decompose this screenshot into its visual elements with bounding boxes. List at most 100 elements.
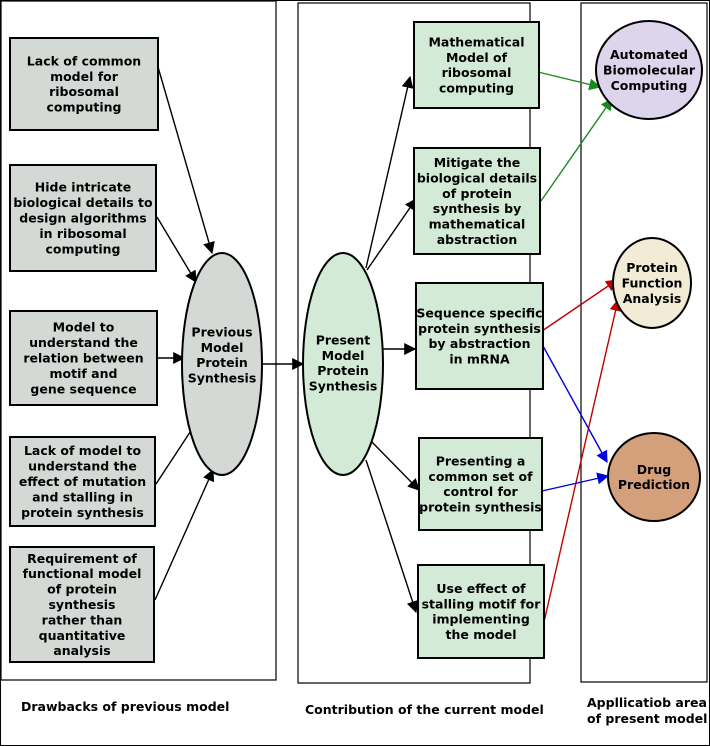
arrow-8 <box>366 198 417 271</box>
arrow-11 <box>365 459 419 614</box>
contribution-box-2-line-6: abstraction <box>437 232 518 247</box>
automated-biomolecular-computing-line-1: Automated <box>610 47 688 62</box>
drawback-box-5-line-1: Requirement of <box>27 551 137 566</box>
contribution-box-4-line-4: protein synthesis <box>419 500 542 515</box>
contribution-box-4-line-1: Presenting a <box>436 453 526 468</box>
automated-biomolecular-computing-line-3: Computing <box>611 78 688 93</box>
drawback-box-3-line-2: understand the <box>29 335 138 350</box>
contribution-box-2-line-2: biological details <box>417 170 537 185</box>
automated-biomolecular-computing-line-2: Biomolecular <box>603 63 696 78</box>
previous-model-ellipse <box>181 252 263 476</box>
drawback-box-5-line-6: quantitative <box>39 628 126 643</box>
arrow-7 <box>365 75 414 269</box>
previous-model-text-line-1: Previous <box>191 324 252 339</box>
arrow-14 <box>541 279 618 332</box>
present-model-text-line-3: Protein <box>317 363 369 378</box>
drawback-box-5-line-4: synthesis <box>48 597 115 612</box>
contribution-box-3-line-2: protein synthesis <box>418 321 541 336</box>
drawback-box-1-line-2: model for <box>50 69 119 84</box>
protein-function-analysis-line-1: Protein <box>626 260 678 275</box>
contribution-box-3-line-4: in mRNA <box>449 352 510 367</box>
connectors <box>154 66 622 623</box>
contribution-box-2-line-1: Mitigate the <box>434 155 521 170</box>
contribution-box-2-line-5: mathematical <box>429 217 526 232</box>
contribution-box-1-line-1: Mathematical <box>428 34 524 49</box>
application-nodes: AutomatedBiomolecularComputingProteinFun… <box>595 20 703 522</box>
drug-prediction-circle <box>607 432 701 522</box>
present-model-ellipse <box>302 252 384 476</box>
drawback-box-2-line-3: design algorithms <box>19 211 146 226</box>
caption-applications-line1: Appllicatiob area <box>587 695 707 710</box>
contribution-box-5-line-4: the model <box>445 627 516 642</box>
drawback-box-4-line-1: Lack of model to <box>24 443 142 458</box>
arrow-13 <box>540 98 613 202</box>
contribution-box-frame <box>415 282 544 390</box>
present-model-text-line-2: Model <box>322 348 365 363</box>
contribution-box-5-line-3: implementing <box>432 612 530 627</box>
contribution-box-1-line-3: ribosomal <box>442 65 512 80</box>
contribution-box-5-line-2: stalling motif for <box>422 596 542 611</box>
drawback-box-1-line-3: ribosomal <box>49 84 119 99</box>
protein-function-analysis-line-2: Function <box>622 276 683 291</box>
present-model-text-line-4: Synthesis <box>309 379 378 394</box>
contribution-box-1-line-2: Model of <box>446 50 508 65</box>
drawback-box-4-line-5: protein synthesis <box>21 505 144 520</box>
drawback-box-3-line-5: gene sequence <box>30 381 136 396</box>
drawback-box-5-line-7: analysis <box>53 643 110 658</box>
previous-model-text-line-3: Protein <box>196 355 248 370</box>
drawback-box-3-line-1: Model to <box>53 320 115 335</box>
drawback-box-5-line-3: of protein <box>47 582 117 597</box>
drawback-box-frame <box>9 436 156 527</box>
drawback-box-3-line-3: relation between <box>23 351 143 366</box>
arrow-15 <box>543 298 622 623</box>
drawback-box-4-line-3: effect of mutation <box>19 474 146 489</box>
drawback-box-frame <box>9 546 155 663</box>
caption-drawbacks: Drawbacks of previous model <box>21 699 229 714</box>
drawback-box-3-line-4: motif and <box>50 366 118 381</box>
contribution-box-frame <box>418 437 543 531</box>
contribution-box-3-line-3: by abstraction <box>428 336 530 351</box>
drawback-box-1-line-4: computing <box>47 100 122 115</box>
arrow-1 <box>157 66 215 255</box>
contribution-box-2-line-4: synthesis by <box>433 201 521 216</box>
drawback-box-5-line-5: rather than <box>42 612 123 627</box>
arrow-16 <box>542 345 608 464</box>
present-model-text-line-1: Present <box>316 332 371 347</box>
previous-model-text-line-4: Synthesis <box>188 371 257 386</box>
protein-function-analysis-circle <box>612 237 692 329</box>
automated-biomolecular-computing-circle <box>595 20 703 120</box>
arrow-12 <box>537 71 602 91</box>
drawback-box-2-line-4: in ribosomal <box>39 226 126 241</box>
previous-model-text-line-2: Model <box>201 340 244 355</box>
contribution-box-1-line-4: computing <box>439 81 514 96</box>
drug-prediction-line-2: Prediction <box>618 477 690 492</box>
contribution-box-frame <box>413 21 540 109</box>
contribution-box-frame <box>417 564 545 659</box>
contribution-box-3-line-1: Sequence specific <box>416 305 542 320</box>
drawback-box-frame <box>9 37 159 131</box>
protein-function-analysis-line-3: Analysis <box>623 291 682 306</box>
drawback-box-1-line-1: Lack of common <box>27 53 141 68</box>
contribution-box-4-line-2: common set of <box>428 469 533 484</box>
contribution-box-frame <box>413 147 541 255</box>
contribution-box-4-line-3: control for <box>443 484 518 499</box>
drawback-box-frame <box>9 310 158 406</box>
caption-contributions: Contribution of the current model <box>305 702 544 717</box>
drawback-box-4-line-2: understand the <box>28 459 137 474</box>
drawback-box-4-line-4: and stalling in <box>32 489 133 504</box>
drawback-box-2-line-5: computing <box>46 241 121 256</box>
